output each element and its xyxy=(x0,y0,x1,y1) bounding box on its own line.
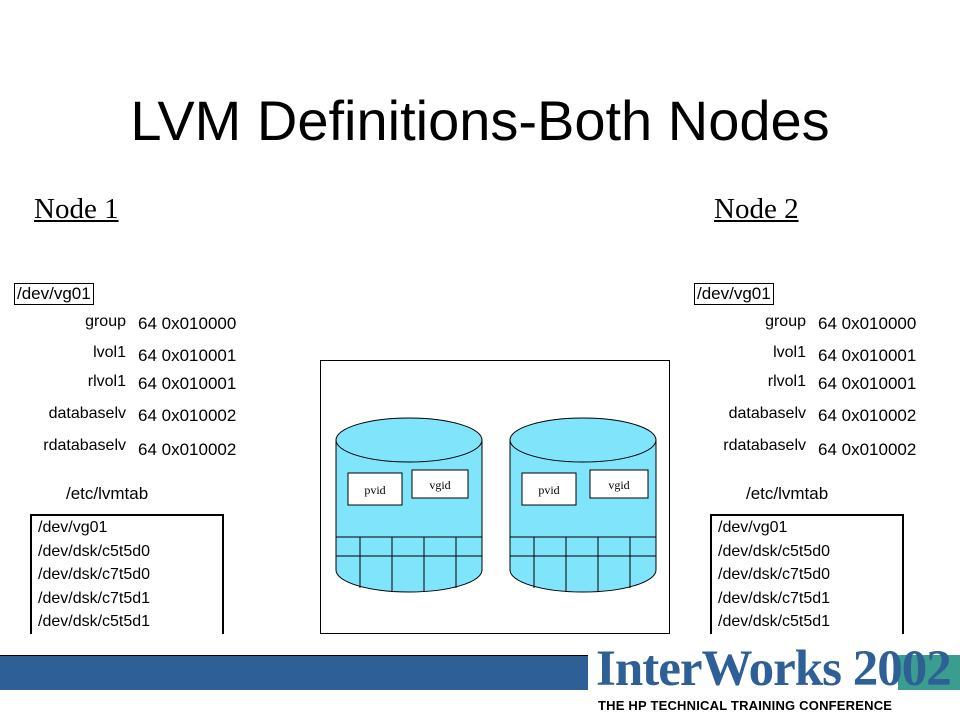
node-2-lvmtab-entry: /dev/dsk/c7t5d1 xyxy=(718,589,831,607)
interworks-logo-text: InterWorks 2002 xyxy=(596,641,952,697)
node-1-device-name: rlvol1 xyxy=(87,373,126,390)
node-1-device-name: lvol1 xyxy=(93,344,126,361)
disk-1: pvid vgid xyxy=(335,417,483,593)
node-2-device-value: 64 0x010001 xyxy=(818,346,917,365)
node-2-label: Node 2 xyxy=(714,193,799,225)
node-2-lvmtab-entry: /dev/dsk/c5t5d0 xyxy=(718,542,831,560)
node-1-lvmtab-box: /dev/vg01 /dev/dsk/c5t5d0 /dev/dsk/c7t5d… xyxy=(30,514,224,634)
node-1-vg-path: /dev/vg01 xyxy=(14,283,94,305)
node-2-lvmtab-box: /dev/vg01 /dev/dsk/c5t5d0 /dev/dsk/c7t5d… xyxy=(710,514,904,634)
node-2-lvmtab-entry: /dev/dsk/c5t5d1 xyxy=(718,613,831,630)
interworks-logo xyxy=(588,640,898,720)
node-1-lvmtab-entry: /dev/vg01 xyxy=(38,519,108,536)
node-2-device-name: rdatabaselv xyxy=(723,437,806,454)
node-2-lvmtab-entry: /dev/vg01 xyxy=(718,519,788,536)
node-1-lvmtab-label: /etc/lvmtab xyxy=(66,484,149,503)
node-2-device-value: 64 0x010002 xyxy=(818,440,917,459)
footer-accent-square xyxy=(898,655,960,695)
node-2-vg-path: /dev/vg01 xyxy=(694,283,774,305)
node-1-device-value: 64 0x010001 xyxy=(138,374,237,393)
node-1-device-name: databaselv xyxy=(48,405,126,422)
shared-disk-frame xyxy=(320,360,670,634)
node-2-device-name: lvol1 xyxy=(773,344,806,361)
node-2-device-name: databaselv xyxy=(728,405,806,422)
node-1-lvmtab-entry: /dev/dsk/c5t5d1 xyxy=(38,613,151,630)
node-1-label: Node 1 xyxy=(34,193,119,225)
node-1-device-value: 64 0x010001 xyxy=(138,346,237,365)
node-1-device-name: rdatabaselv xyxy=(43,437,126,454)
disk-2-pvid-label: pvid xyxy=(538,483,559,497)
disk-2: pvid vgid xyxy=(509,417,657,593)
shared-disks-diagram: pvid vgid pvid vgid xyxy=(335,417,657,593)
node-1-device-value: 64 0x010002 xyxy=(138,440,237,459)
node-1-device-name: group xyxy=(85,313,126,330)
node-2-device-value: 64 0x010002 xyxy=(818,406,917,425)
disk-1-pvid-label: pvid xyxy=(364,483,385,497)
node-2-device-value: 64 0x010000 xyxy=(818,314,917,333)
node-2-lvmtab-entry: /dev/dsk/c7t5d0 xyxy=(718,566,831,583)
disk-2-vgid-label: vgid xyxy=(608,478,629,492)
interworks-logo-subtitle: THE HP TECHNICAL TRAINING CONFERENCE xyxy=(598,698,893,713)
node-1-lvmtab-entry: /dev/dsk/c5t5d0 xyxy=(38,542,151,560)
node-1-lvmtab-entry: /dev/dsk/c7t5d0 xyxy=(38,566,151,583)
node-1-device-value: 64 0x010002 xyxy=(138,406,237,425)
node-1-lvmtab-entry: /dev/dsk/c7t5d1 xyxy=(38,589,151,607)
node-2-device-name: group xyxy=(765,313,806,330)
node-1-device-value: 64 0x010000 xyxy=(138,314,237,333)
node-2-device-name: rlvol1 xyxy=(767,373,806,390)
node-2-lvmtab-label: /etc/lvmtab xyxy=(746,484,829,503)
disk-1-vgid-label: vgid xyxy=(429,478,450,492)
node-2-device-value: 64 0x010001 xyxy=(818,374,917,393)
page-title: LVM Definitions-Both Nodes xyxy=(130,89,830,152)
